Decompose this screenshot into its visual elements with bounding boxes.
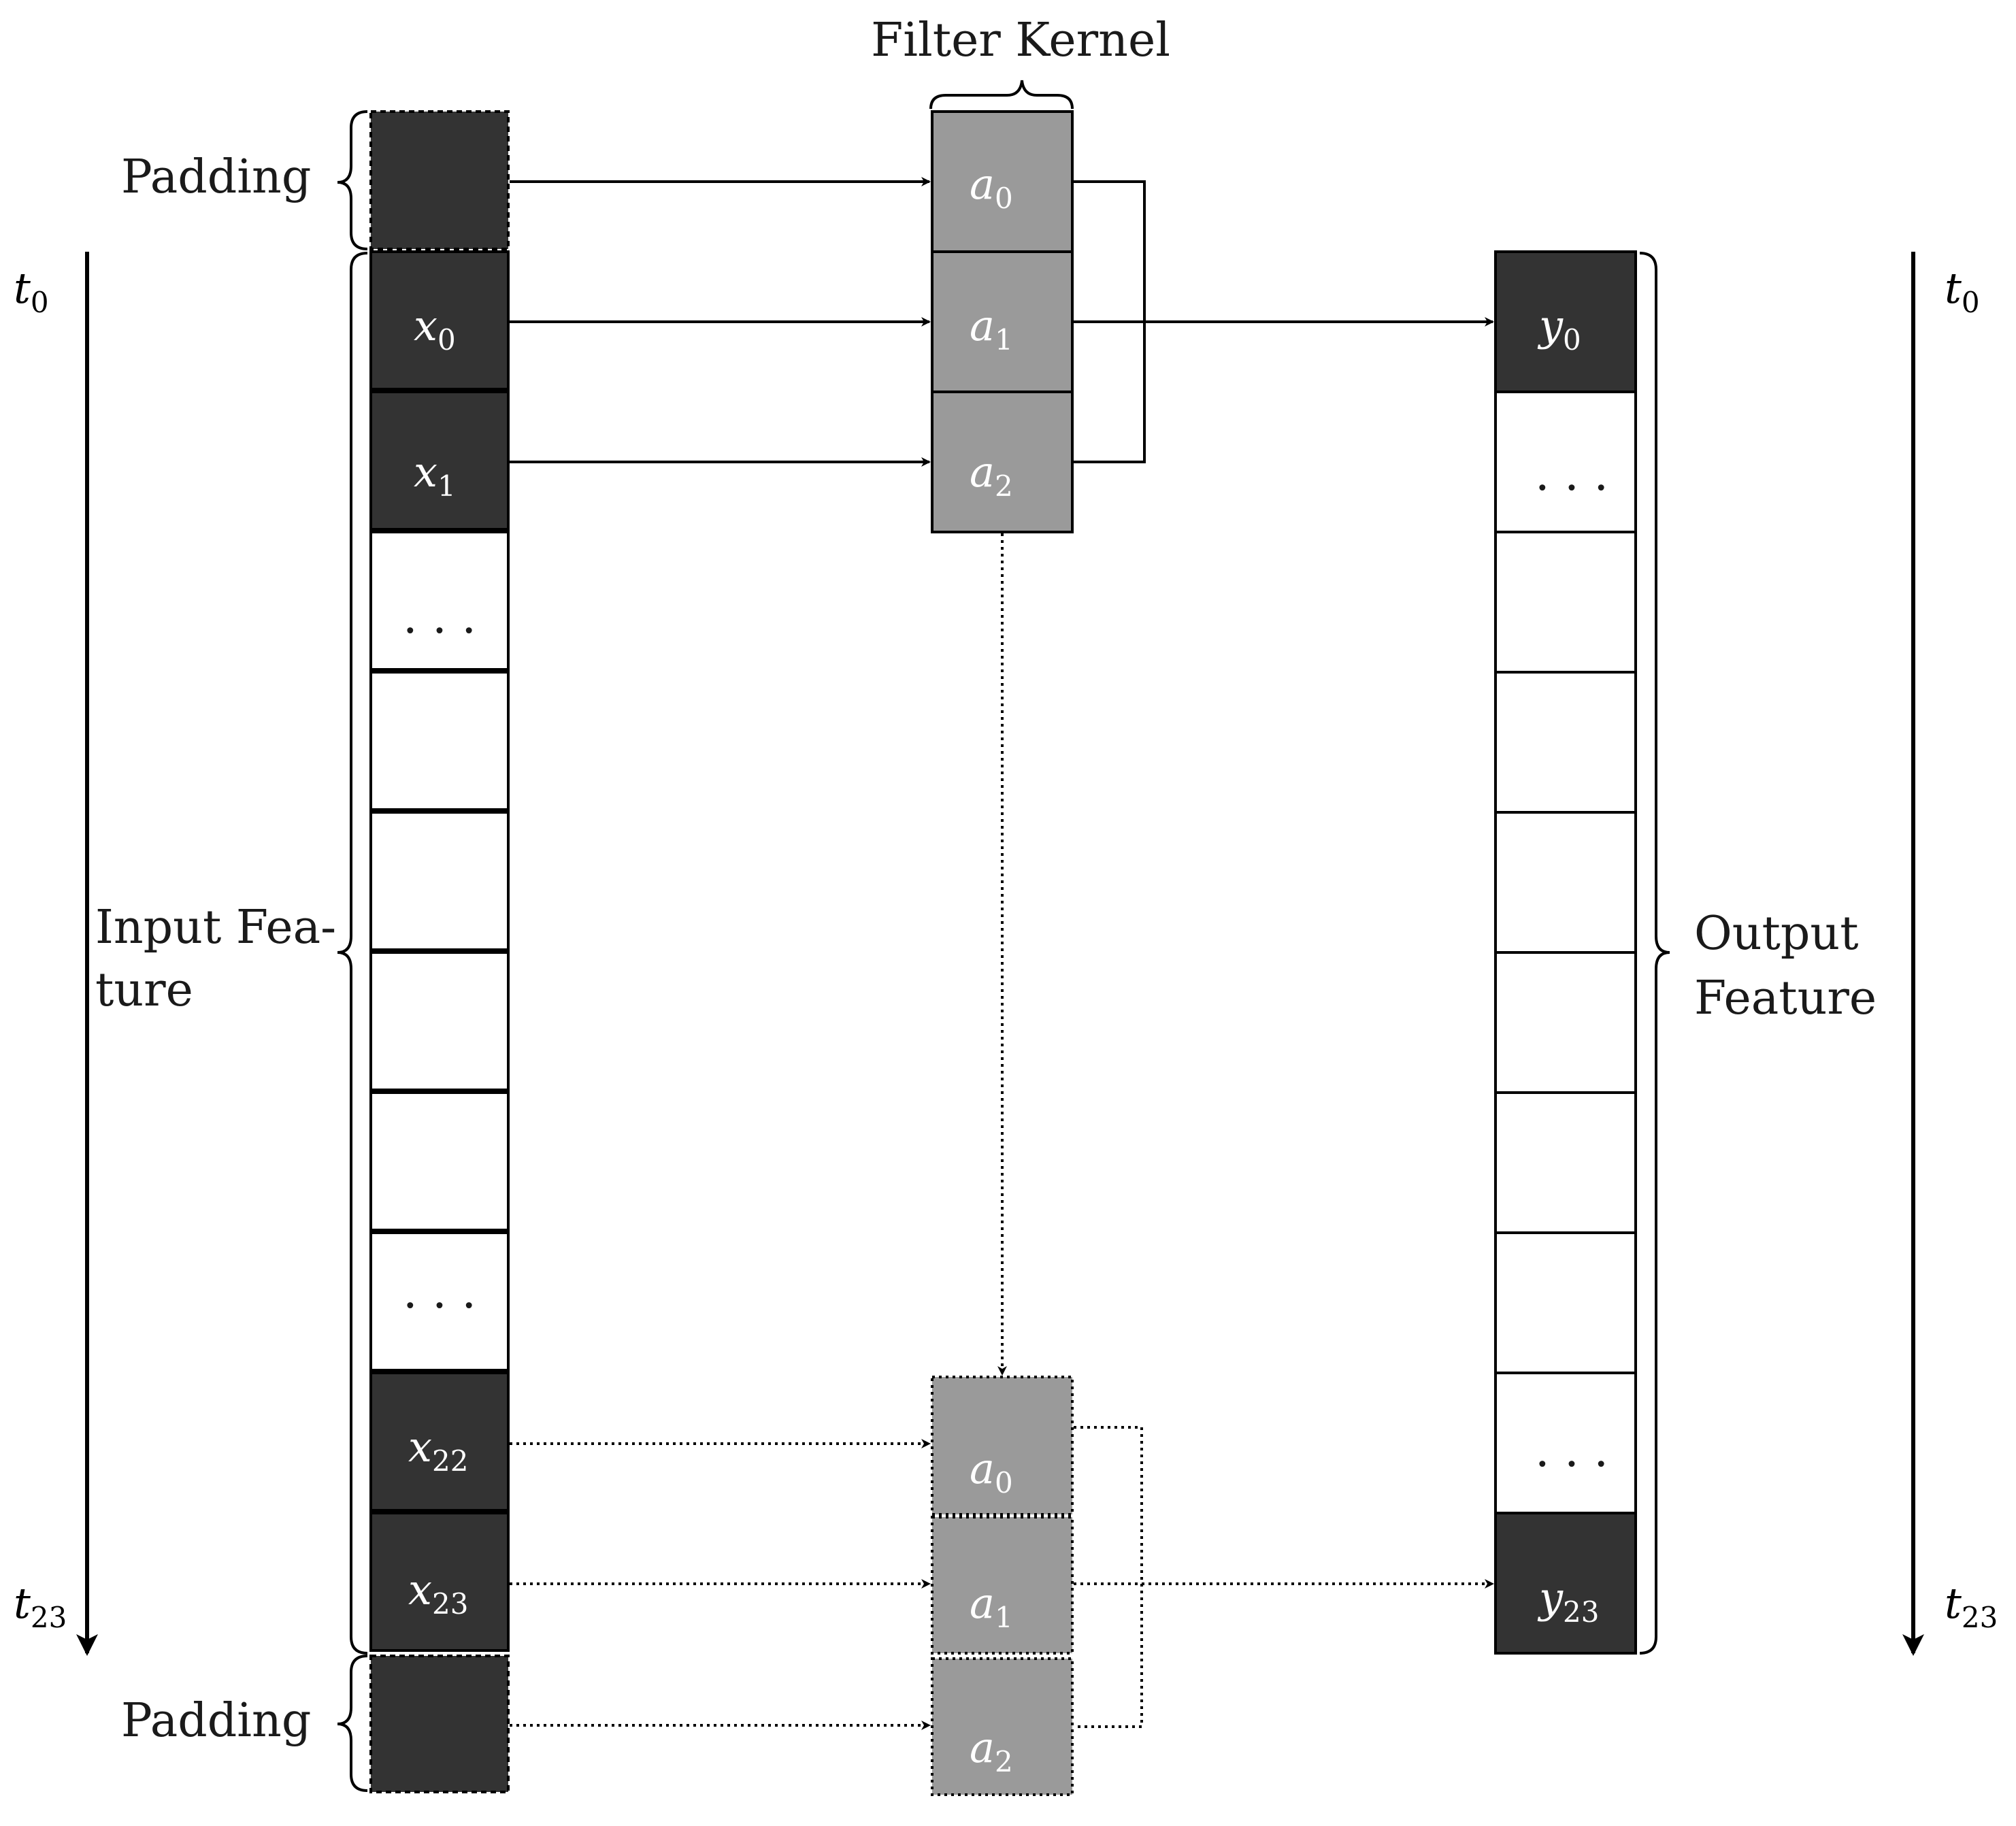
padding-cell-bottom <box>369 1655 510 1793</box>
input-cell-x22 <box>369 1372 510 1512</box>
kernel-top-cell-a2 <box>931 391 1074 533</box>
time-label-right-start: t0 <box>1945 263 1980 319</box>
kernel-bottom-label-a0: a0 <box>970 1444 1013 1499</box>
output-cell-empty <box>1494 671 1637 814</box>
kernel-bottom-cell-a0 <box>931 1376 1074 1516</box>
output-cell-empty <box>1494 1091 1637 1234</box>
input-cell-empty <box>369 671 510 811</box>
output-ellipsis-bottom: . . . <box>1535 1424 1608 1478</box>
output-feature-brace <box>1639 252 1670 1655</box>
input-ellipsis-top: . . . <box>403 591 476 644</box>
filter-kernel-title: Filter Kernel <box>871 14 1170 67</box>
input-feature-label-line1: Input Fea- <box>95 901 336 954</box>
time-label-left-start: t0 <box>14 263 49 319</box>
output-cell-empty <box>1494 1372 1637 1514</box>
input-column: x0 x1 . . . . . . x22 x23 <box>369 110 510 1793</box>
padding-bottom-brace <box>337 1655 368 1792</box>
input-cell-empty <box>369 811 510 951</box>
kernel-top-label-a2: a2 <box>970 447 1013 503</box>
output-feature-label-line1: Output <box>1694 907 1859 961</box>
input-label-x23: x23 <box>408 1565 468 1621</box>
kernel-bottom-cell-a1 <box>931 1516 1074 1655</box>
output-cell-empty <box>1494 951 1637 1094</box>
input-label-x1: x1 <box>414 447 456 503</box>
output-cell-y23 <box>1494 1512 1637 1655</box>
filter-kernel-brace <box>929 80 1074 110</box>
kernel-bottom-cell-a2 <box>931 1657 1074 1796</box>
input-feature-label-line2: ture <box>95 963 193 1017</box>
kernel-bottom-label-a2: a2 <box>970 1723 1013 1778</box>
output-cell-empty <box>1494 811 1637 954</box>
output-cell-empty <box>1494 1231 1637 1374</box>
output-label-y0: y0 <box>1537 301 1581 356</box>
padding-cell-top <box>369 110 510 250</box>
input-label-x0: x0 <box>414 301 456 356</box>
output-cell-y0 <box>1494 250 1637 393</box>
kernel-top: a0 a1 a2 <box>931 110 1074 533</box>
output-column: y0 . . . . . . y23 <box>1494 250 1637 1655</box>
input-ellipsis-bottom: . . . <box>403 1265 476 1319</box>
output-label-y23: y23 <box>1537 1573 1599 1629</box>
input-cell-empty <box>369 951 510 1091</box>
time-label-right-end: t23 <box>1945 1578 1998 1634</box>
kernel-top-label-a0: a0 <box>970 159 1013 215</box>
sum-bracket-bottom <box>1074 1426 1143 1728</box>
input-cell-x0 <box>369 250 510 391</box>
kernel-top-cell-a1 <box>931 250 1074 393</box>
padding-top-brace <box>337 110 368 250</box>
output-cell-empty <box>1494 391 1637 533</box>
kernel-top-label-a1: a1 <box>970 301 1013 356</box>
output-cell-empty <box>1494 531 1637 674</box>
padding-bottom-label: Padding <box>121 1694 311 1748</box>
output-feature-label-line2: Feature <box>1694 972 1877 1025</box>
kernel-bottom-label-a1: a1 <box>970 1578 1013 1634</box>
kernel-bottom: a0 a1 a2 <box>931 1376 1074 1796</box>
input-cell-empty <box>369 1091 510 1231</box>
input-label-x22: x22 <box>408 1422 468 1478</box>
output-ellipsis-top: . . . <box>1535 448 1608 501</box>
input-cell-empty <box>369 1231 510 1372</box>
input-cell-x23 <box>369 1512 510 1652</box>
padding-top-label: Padding <box>121 150 311 204</box>
input-cell-x1 <box>369 391 510 531</box>
input-cell-empty <box>369 531 510 671</box>
input-feature-brace <box>337 252 368 1655</box>
time-label-left-end: t23 <box>14 1578 67 1634</box>
